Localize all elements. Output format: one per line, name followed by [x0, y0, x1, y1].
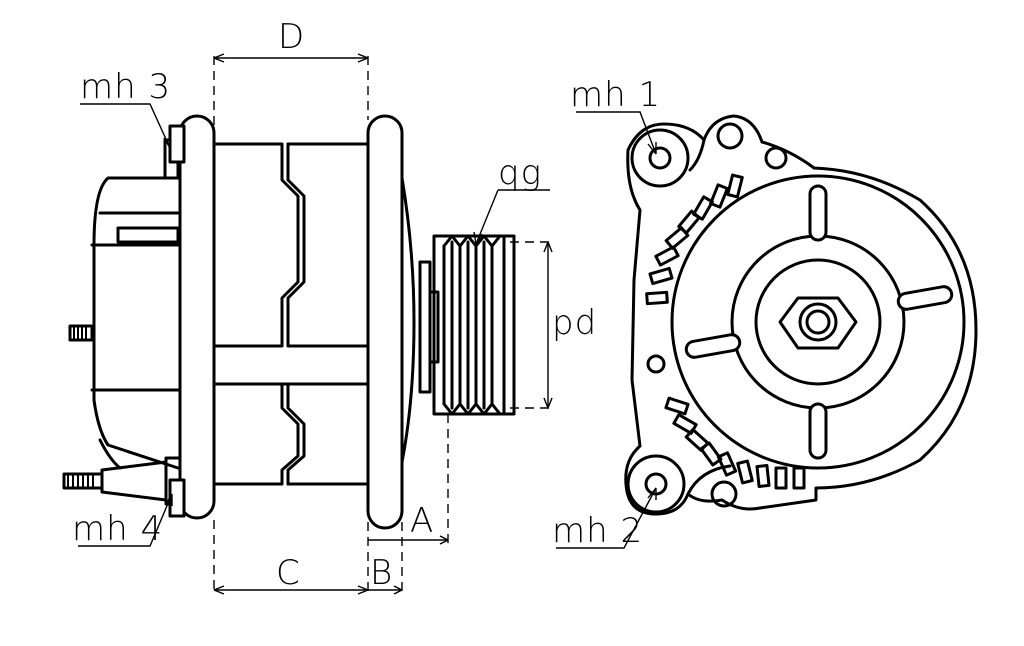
- dimensions: D C B A pd qg mh 3 mh 4: [72, 17, 597, 595]
- pulley-outer: [670, 174, 966, 470]
- label-mh4: mh 4: [72, 509, 163, 549]
- front-view: mh 1 mh 2: [552, 75, 978, 551]
- pulley-hub: [754, 258, 882, 386]
- spokes: [684, 184, 954, 460]
- mounting-hole-2: [626, 454, 686, 514]
- dim-label-B: B: [370, 553, 393, 593]
- front-housing-outline: [624, 114, 978, 516]
- rear-cover: [90, 138, 180, 470]
- label-mh1: mh 1: [570, 75, 661, 115]
- side-view: [62, 114, 516, 530]
- rear-flange: [178, 114, 216, 520]
- dim-label-pd: pd: [552, 303, 597, 343]
- terminal-stud-lower: [62, 456, 182, 506]
- label-mh3: mh 3: [80, 67, 171, 107]
- dim-label-A: A: [410, 501, 434, 541]
- shaft-nut: [778, 296, 858, 350]
- mounting-ear-top: [168, 124, 186, 164]
- vent-slots-lower: [664, 396, 806, 490]
- dim-label-D: D: [278, 17, 305, 57]
- vent-slots-upper: [645, 173, 744, 306]
- label-qg: qg: [498, 153, 542, 193]
- front-bearing-dome: [400, 176, 416, 464]
- stator-body: [212, 142, 372, 486]
- label-mh2: mh 2: [552, 511, 643, 551]
- mounting-hole-1: [630, 128, 690, 188]
- terminal-stud-upper: [68, 324, 94, 342]
- bolt-hole-top: [716, 122, 744, 150]
- bolt-hole-right: [764, 146, 788, 170]
- bolt-hole-left: [646, 354, 666, 374]
- bolt-hole-bottom: [710, 480, 738, 508]
- front-flange: [366, 114, 404, 530]
- dim-label-C: C: [276, 553, 301, 593]
- pulley: [418, 234, 516, 416]
